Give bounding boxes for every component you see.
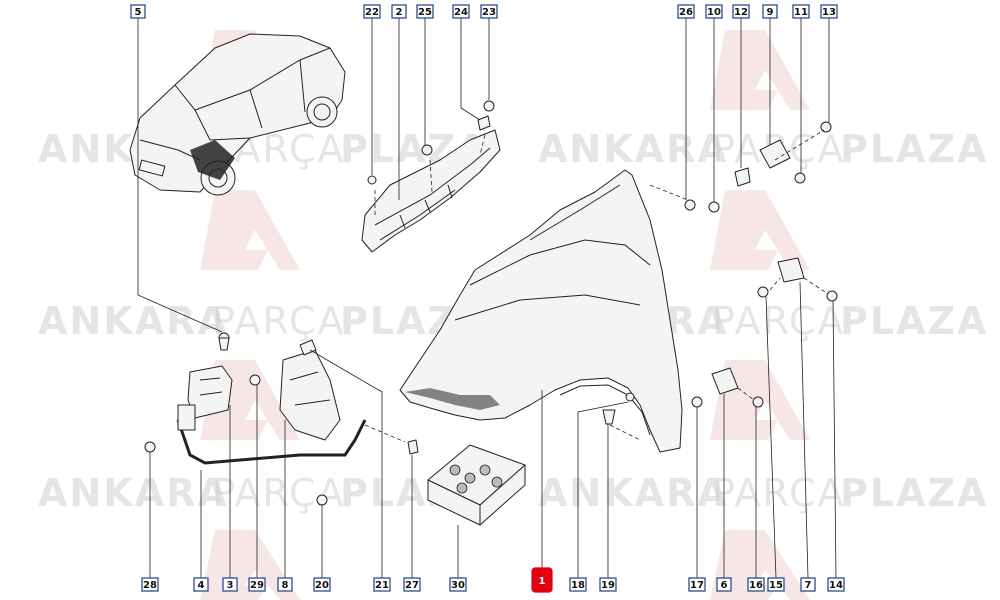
callout-22[interactable]: 22 (363, 4, 381, 19)
watermark-word-3: PLAZA (840, 127, 988, 171)
svg-text:12: 12 (734, 7, 748, 18)
svg-text:14: 14 (829, 580, 843, 591)
callout-10[interactable]: 10 (705, 4, 723, 19)
callout-17[interactable]: 17 (688, 577, 706, 592)
callout-16[interactable]: 16 (747, 577, 765, 592)
leader-lines (137, 18, 837, 579)
watermark-word-3: PLAZA (840, 299, 988, 343)
svg-text:7: 7 (805, 580, 812, 591)
svg-text:25: 25 (418, 7, 432, 18)
fasteners-fender-lower (602, 392, 641, 441)
callout-1[interactable]: 1 (531, 567, 553, 593)
car-illustration (129, 33, 346, 196)
callout-15[interactable]: 15 (767, 577, 785, 592)
crossmember-4 (144, 332, 419, 506)
callout-3[interactable]: 3 (222, 577, 238, 592)
svg-text:22: 22 (365, 7, 379, 18)
watermark-word-1: ANKARA (38, 299, 229, 343)
svg-text:17: 17 (690, 580, 704, 591)
callout-20[interactable]: 20 (313, 577, 331, 592)
callout-25[interactable]: 25 (416, 4, 434, 19)
svg-text:16: 16 (749, 580, 763, 591)
fasteners-right-top (649, 121, 832, 213)
svg-text:9: 9 (767, 7, 774, 18)
callouts: 5 22 2 25 24 23 26 10 12 9 11 13 28 4 3 … (130, 4, 845, 593)
callout-24[interactable]: 24 (452, 4, 470, 19)
svg-text:10: 10 (707, 7, 721, 18)
svg-text:13: 13 (822, 7, 836, 18)
watermark-word-1: ANKARA (538, 127, 729, 171)
watermark-word-2: PARÇA (712, 299, 846, 343)
svg-text:8: 8 (282, 580, 289, 591)
callout-30[interactable]: 30 (449, 577, 467, 592)
callout-5[interactable]: 5 (130, 4, 146, 19)
clip-kit-box-30 (427, 444, 526, 526)
front-fender-1 (399, 169, 683, 453)
svg-text:2: 2 (396, 7, 403, 18)
watermark-word-1: ANKARA (538, 471, 729, 515)
svg-text:23: 23 (482, 7, 496, 18)
bracket-6 (691, 367, 764, 408)
svg-text:24: 24 (454, 7, 468, 18)
svg-text:27: 27 (405, 580, 419, 591)
callout-23[interactable]: 23 (480, 4, 498, 19)
svg-text:4: 4 (198, 580, 205, 591)
svg-text:6: 6 (721, 580, 728, 591)
svg-text:3: 3 (227, 580, 234, 591)
watermark-word-2: PARÇA (212, 471, 346, 515)
callout-19[interactable]: 19 (599, 577, 617, 592)
callout-26[interactable]: 26 (677, 4, 695, 19)
watermark-word-3: PLAZA (840, 471, 988, 515)
callout-18[interactable]: 18 (569, 577, 587, 592)
svg-text:26: 26 (679, 7, 693, 18)
watermark-word-1: ANKARA (38, 471, 229, 515)
svg-text:5: 5 (135, 7, 142, 18)
callout-6[interactable]: 6 (716, 577, 732, 592)
callout-11[interactable]: 11 (792, 4, 810, 19)
svg-text:11: 11 (794, 7, 808, 18)
callout-4[interactable]: 4 (193, 577, 209, 592)
svg-text:20: 20 (315, 580, 329, 591)
svg-text:29: 29 (250, 580, 264, 591)
fasteners-top (367, 100, 495, 185)
side-bracket-7 (757, 257, 838, 302)
callout-7[interactable]: 7 (800, 577, 816, 592)
callout-8[interactable]: 8 (277, 577, 293, 592)
svg-text:30: 30 (451, 580, 465, 591)
svg-text:18: 18 (571, 580, 585, 591)
callout-9[interactable]: 9 (762, 4, 778, 19)
svg-text:1: 1 (539, 576, 546, 587)
inner-panel-2 (361, 129, 501, 253)
callout-27[interactable]: 27 (403, 577, 421, 592)
callout-2[interactable]: 2 (391, 4, 407, 19)
svg-text:15: 15 (769, 580, 783, 591)
callout-29[interactable]: 29 (248, 577, 266, 592)
svg-text:19: 19 (601, 580, 615, 591)
callout-28[interactable]: 28 (141, 577, 159, 592)
callout-14[interactable]: 14 (827, 577, 845, 592)
watermark-word-2: PARÇA (212, 299, 346, 343)
callout-12[interactable]: 12 (732, 4, 750, 19)
svg-text:28: 28 (143, 580, 157, 591)
callout-13[interactable]: 13 (820, 4, 838, 19)
svg-text:21: 21 (375, 580, 389, 591)
watermark-word-2: PARÇA (712, 471, 846, 515)
callout-21[interactable]: 21 (373, 577, 391, 592)
